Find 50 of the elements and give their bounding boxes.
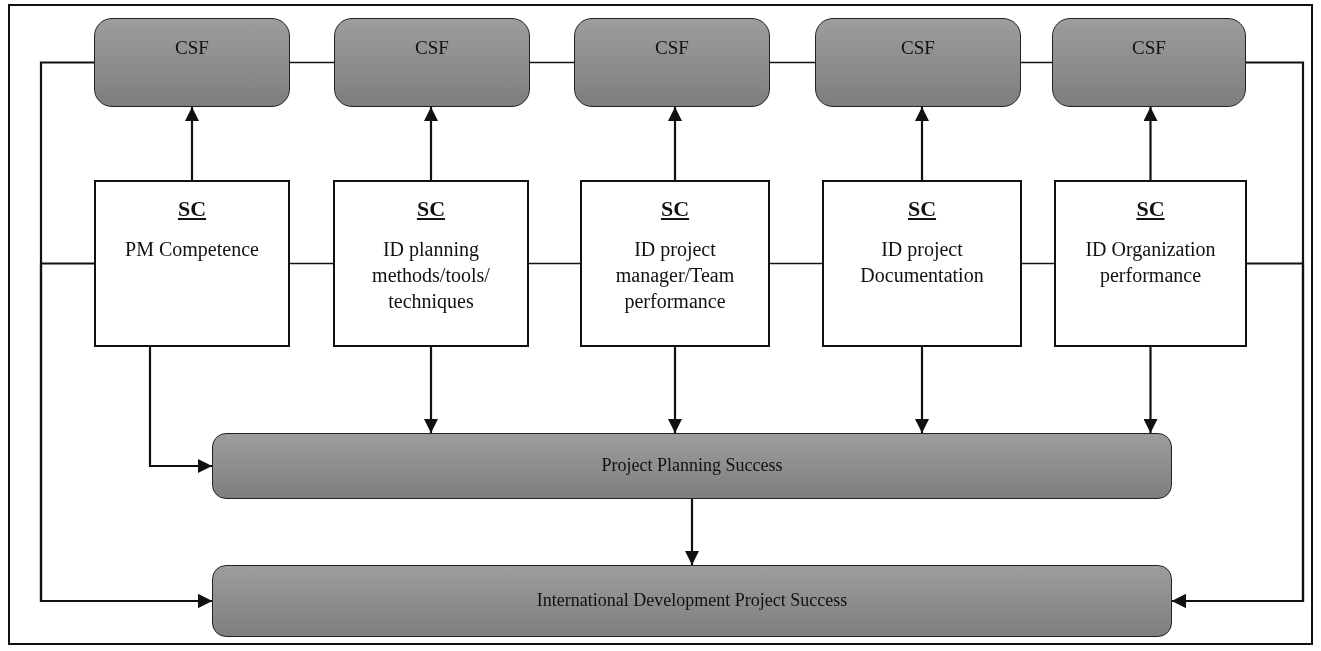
arrow [668, 107, 682, 180]
connector-line [1021, 262, 1055, 265]
connector-line [769, 262, 823, 265]
box-label: CSF [415, 36, 449, 60]
box-label: CSF [901, 36, 935, 60]
arrow [1143, 347, 1158, 433]
arrow [915, 107, 929, 180]
box-label: CSF [175, 36, 209, 60]
arrow [668, 347, 682, 433]
criterion-box [822, 180, 1022, 347]
arrow [1172, 262, 1305, 608]
outcome-bar [212, 433, 1172, 499]
heading-text: SC [907, 196, 937, 222]
connector-line [1020, 61, 1053, 64]
heading-text: SC [660, 196, 690, 222]
arrow [1143, 107, 1158, 180]
connector-line [289, 61, 335, 64]
heading-text: SC [1136, 196, 1165, 222]
factor-box [574, 18, 770, 107]
box-label: PM Competence [125, 237, 259, 262]
factor-box [94, 18, 290, 107]
arrow [685, 499, 699, 565]
box-label: International Development Project Success [536, 589, 848, 613]
criterion-box [580, 180, 770, 347]
arrow [915, 347, 929, 433]
box-label: Project Planning Success [601, 454, 783, 478]
arrow [185, 107, 199, 180]
heading-text: SC [177, 196, 207, 222]
criterion-box [1054, 180, 1247, 347]
arrow [424, 107, 438, 180]
factor-box [815, 18, 1021, 107]
connector-line [769, 61, 816, 64]
connector-line [528, 262, 581, 265]
connector-line [289, 262, 334, 265]
factor-box [1052, 18, 1246, 107]
box-label: ID planning methods/tools/ techniques [371, 237, 491, 314]
heading-text: SC [416, 196, 446, 222]
box-label: CSF [655, 36, 689, 60]
criterion-box [94, 180, 290, 347]
box-label: CSF [1132, 36, 1166, 60]
arrow [39, 262, 212, 608]
outcome-bar [212, 565, 1172, 637]
factor-box [334, 18, 530, 107]
box-label: ID project manager/Team performance [614, 237, 736, 314]
box-label: ID project Documentation [859, 237, 985, 288]
criterion-box [333, 180, 529, 347]
arrow [424, 347, 438, 433]
box-label: ID Organization performance [1084, 237, 1217, 288]
connector-line [529, 61, 575, 64]
arrow [148, 347, 212, 473]
